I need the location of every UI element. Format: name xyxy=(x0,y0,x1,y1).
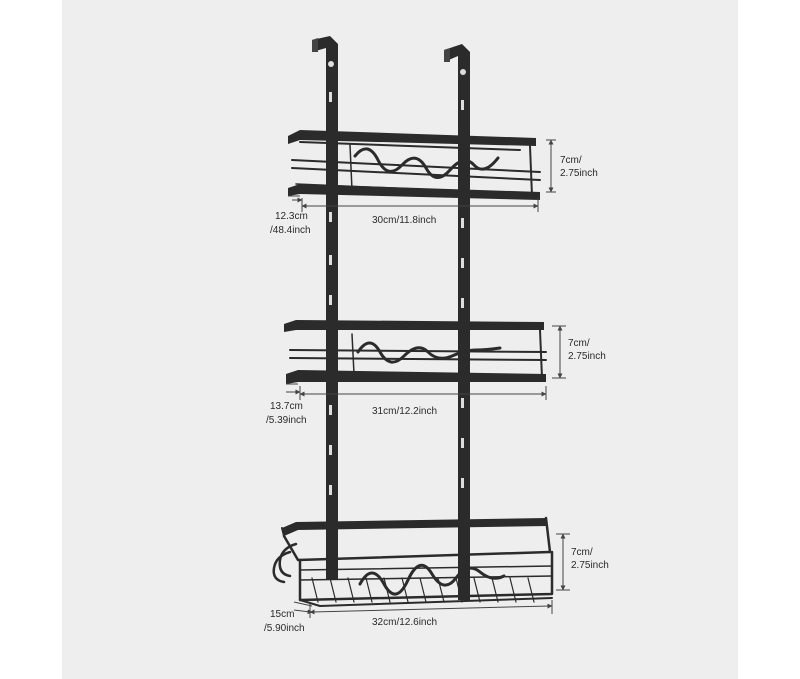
tier-2-depth-label-inch: /5.39inch xyxy=(266,415,307,426)
shelf-tier-1 xyxy=(288,130,541,200)
shelf-tier-3-basket xyxy=(272,516,554,607)
tier-2-width-label: 31cm/12.2inch xyxy=(372,406,438,417)
dimension-lines xyxy=(286,139,570,618)
tier-1-height-label: 7cm/ xyxy=(560,155,582,166)
tier-1-depth-label: 12.3cm xyxy=(275,211,308,222)
tier-3-height-label: 7cm/ xyxy=(571,547,593,558)
upright-left xyxy=(312,36,338,580)
tier-1-depth-label-inch: /48.4inch xyxy=(270,225,311,236)
tier-2-height-label-inch: 2.75inch xyxy=(568,351,606,362)
tier-1-width-label: 30cm/11.8inch xyxy=(372,215,437,226)
tier-3-height-label-inch: 2.75inch xyxy=(571,560,609,571)
tier-2-height-label: 7cm/ xyxy=(568,338,590,349)
tier-3-width-label: 32cm/12.6inch xyxy=(372,617,438,628)
upright-right xyxy=(444,44,470,600)
tier-1-height-label-inch: 2.75inch xyxy=(560,168,598,179)
shelf-tier-2 xyxy=(284,320,547,384)
tier-3-depth-label-inch: /5.90inch xyxy=(264,623,305,634)
tier-3-depth-label: 15cm xyxy=(270,609,295,620)
tier-2-depth-label: 13.7cm xyxy=(270,401,303,412)
wall-backdrop xyxy=(62,0,738,679)
